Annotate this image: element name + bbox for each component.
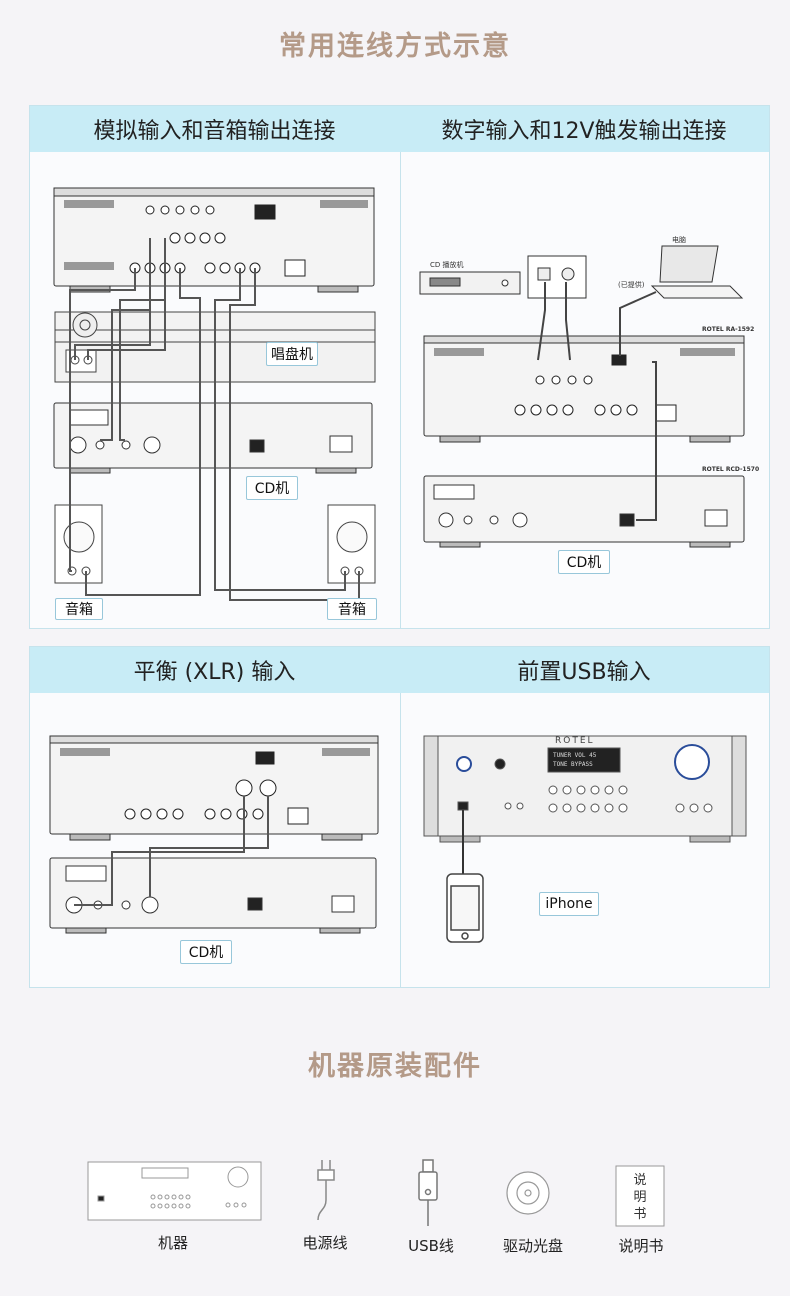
section-heading-accessories: 机器原装配件 [308,1051,482,1082]
panel-divider [400,647,401,987]
label-cd-player: CD机 [246,476,298,500]
accessory-label-unit: 机器 [157,1234,188,1252]
label-model-cd: ROTEL RCD-1570 [702,466,760,473]
digital-output-box [527,255,587,299]
xlr-cables [74,796,269,906]
cd-player-rear [423,475,745,548]
analog-cables [69,238,360,601]
digital-cables [537,282,657,521]
amplifier-icon [87,1161,262,1221]
panel-title-usb: 前置USB输入 [517,660,651,685]
iphone-drawing [446,873,484,943]
manual-icon [615,1165,665,1227]
accessory-label-power-cord: 电源线 [302,1234,348,1252]
accessory-label-manual: 说明书 [618,1237,664,1255]
panel-header-bottom: 平衡 (XLR) 输入 前置USB输入 [30,647,769,693]
panel-title-analog: 模拟输入和音箱输出连接 [93,119,336,144]
panel-divider [400,106,401,628]
label-cable-supplied: (已提供) [618,281,645,289]
label-cd-player-xlr: CD机 [180,940,232,964]
label-laptop: 电脑 [672,236,686,244]
manual-icon-text: 说 明 书 [616,1172,664,1223]
label-model-amp: ROTEL RA-1592 [702,326,755,333]
accessory-label-driver-disc: 驱动光盘 [502,1237,563,1255]
speaker-left [54,504,103,584]
amplifier-front-panel [423,735,747,843]
label-turntable: 唱盘机 [266,342,318,366]
label-cd-transport: CD 播放机 [430,261,464,269]
amplifier-rear-panel [49,735,379,841]
label-display-line2: TONE BYPASS [553,761,593,768]
disc-icon [506,1171,550,1215]
amplifier-rear-panel [423,335,745,443]
speaker-right [327,504,376,584]
section-heading-connections: 常用连线方式示意 [279,31,511,62]
cd-player-rear [53,402,373,474]
usb-cable-icon [418,1159,438,1226]
manual-icon-char: 说 [633,1173,647,1188]
manual-icon-char: 书 [633,1207,647,1222]
cd-transport-drawing [419,271,521,295]
amplifier-rear-panel [53,187,375,293]
panel-title-xlr: 平衡 (XLR) 输入 [133,660,296,685]
power-cord-icon [317,1160,335,1221]
label-brand: ROTEL [555,736,595,746]
label-speaker-left: 音箱 [55,598,103,620]
label-iphone: iPhone [539,892,599,916]
cd-player-rear [49,857,377,934]
panel-bottom-row: 平衡 (XLR) 输入 前置USB输入 [29,646,770,988]
panel-header-top: 模拟输入和音箱输出连接 数字输入和12V触发输出连接 [30,106,769,152]
laptop-drawing [650,245,744,299]
accessory-label-usb-cable: USB线 [408,1237,454,1255]
label-display-line1: TUNER VOL 45 [553,752,597,759]
manual-icon-char: 明 [633,1190,647,1205]
label-speaker-right: 音箱 [327,598,377,620]
panel-title-digital: 数字输入和12V触发输出连接 [441,119,727,144]
label-cd-player-digital: CD机 [558,550,610,574]
